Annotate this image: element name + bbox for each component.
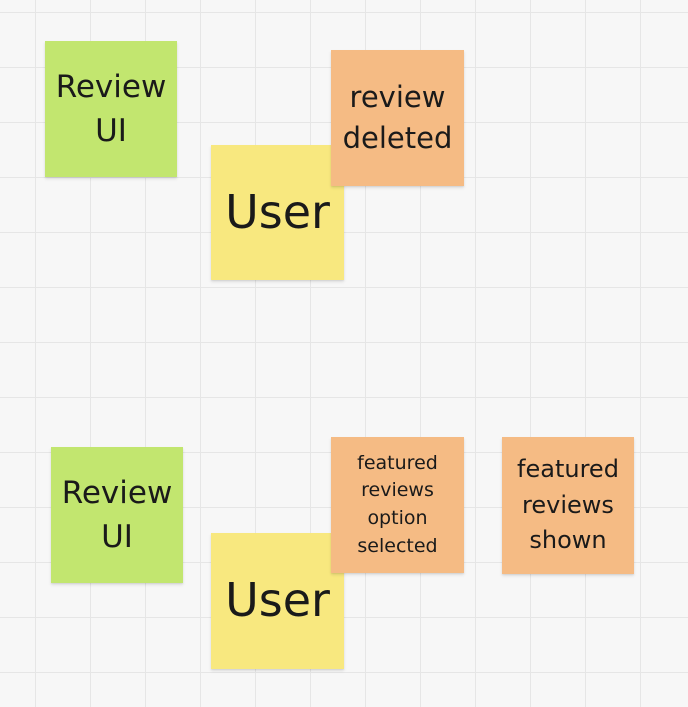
sticky-note-review-ui[interactable]: Review UI [51, 447, 183, 583]
sticky-note-review-ui[interactable]: Review UI [45, 41, 177, 177]
sticky-note-featured-reviews-shown[interactable]: featured reviews shown [502, 437, 634, 574]
sticky-note-text: featured reviews shown [517, 455, 619, 555]
sticky-note-text: User [225, 573, 330, 628]
sticky-note-user[interactable]: User [211, 145, 344, 280]
sticky-note-text: review deleted [342, 80, 453, 155]
sticky-note-text: featured reviews option selected [357, 451, 438, 557]
sticky-note-text: Review UI [61, 474, 173, 555]
sticky-note-user[interactable]: User [211, 533, 344, 669]
sticky-note-featured-reviews-option-selected[interactable]: featured reviews option selected [331, 437, 464, 573]
sticky-note-text: Review UI [55, 68, 167, 149]
sticky-note-text: User [225, 184, 330, 239]
sticky-note-review-deleted[interactable]: review deleted [331, 50, 464, 186]
